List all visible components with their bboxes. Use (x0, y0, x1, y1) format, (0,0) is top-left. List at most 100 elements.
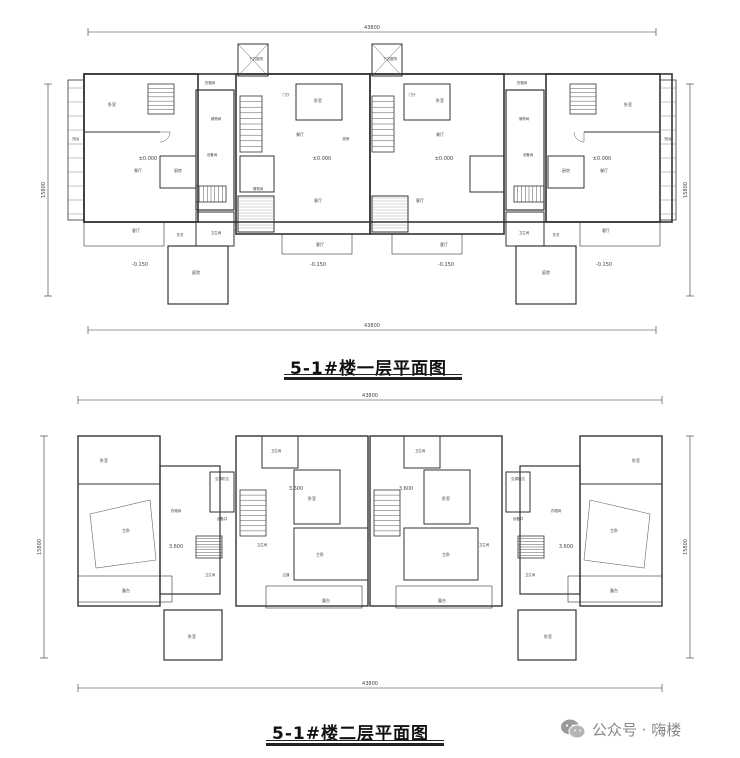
room-label: 设备间 (207, 152, 218, 157)
study-left (293, 469, 341, 525)
stair (147, 83, 175, 115)
watermark-text: 公众号 · 嗨楼 (592, 720, 682, 739)
room-label: 主卧 (316, 551, 324, 557)
ac-right (505, 471, 531, 513)
room-label: 设备间 (523, 152, 534, 157)
room-label: 卫生间 (211, 230, 222, 235)
level-label: -0.150 (596, 262, 612, 268)
garden-left (167, 245, 229, 305)
title-underline-bold (284, 377, 462, 380)
room-label: 卫生间 (271, 448, 282, 453)
room-label: 厨房 (562, 167, 570, 173)
title-underline (266, 740, 444, 741)
room-label: 储物间 (253, 186, 264, 191)
bedroom (295, 83, 343, 121)
dim-left-label: 15800 (41, 182, 47, 198)
level-label: 3.600 (169, 544, 183, 550)
room-label: 卧室 (308, 495, 316, 501)
unit-right (579, 435, 663, 607)
room-label: 庭院 (542, 269, 550, 275)
room-label: 厨房 (343, 136, 351, 141)
room-label: 卧室 (544, 633, 552, 639)
level-label: 3.600 (399, 486, 413, 492)
balcony-center-left (265, 585, 363, 609)
room-label: 卧室 (314, 97, 322, 103)
dim-bottom-label: 43800 (362, 681, 378, 687)
room-label: 空调机位 (511, 476, 525, 481)
room-label: 衣帽间 (517, 80, 528, 85)
room-label: 门厅 (409, 92, 417, 97)
stair (373, 489, 401, 537)
stair (239, 489, 267, 537)
room-label: 餐厅 (600, 167, 608, 173)
room-label: 卧室 (624, 101, 632, 107)
room-label: 客厅 (316, 241, 324, 247)
room-label: 主卧 (122, 527, 130, 533)
dim-right-label: 15800 (683, 182, 689, 198)
balcony-center-right (395, 585, 493, 609)
title-underline (284, 374, 462, 375)
room-label: 餐厅 (436, 131, 444, 137)
level-label: ±0.000 (435, 156, 454, 162)
balcony-right (567, 575, 663, 603)
stair-well (237, 195, 275, 233)
bath-right (505, 211, 545, 247)
room-label: 衣帽间 (551, 508, 562, 513)
study-right (423, 469, 471, 525)
room-label: 卧室 (108, 101, 116, 107)
room-label: 卫生间 (519, 230, 530, 235)
room-label: 卫生间 (257, 542, 268, 547)
room-label: 储物间 (211, 116, 222, 121)
room-label: 设备井 (513, 516, 524, 521)
room-label: 客厅 (314, 197, 322, 203)
courtyard-left (237, 43, 269, 77)
room-label: 卧室 (188, 633, 196, 639)
door-swing (573, 131, 585, 143)
room-label: 卧室 (632, 457, 640, 463)
bedroom-lower-left (163, 609, 223, 661)
level-label: -0.150 (310, 262, 326, 268)
room-label: 卫生间 (525, 572, 536, 577)
room-label: 客厅 (416, 197, 424, 203)
bay-window (659, 79, 677, 221)
level-label: ±0.000 (593, 156, 612, 162)
room-label: 卫生间 (205, 572, 216, 577)
bedroom (403, 83, 451, 121)
dim-bottom-label: 43800 (364, 323, 380, 329)
room-label: 空调机位 (215, 476, 229, 481)
dim-right-label: 15800 (683, 539, 689, 555)
room-label: 卧室 (436, 97, 444, 103)
room-label: 主卧 (442, 551, 450, 557)
unit-left (83, 73, 199, 223)
title-underline-bold (266, 743, 444, 746)
room-label: 客厅 (602, 227, 610, 233)
courtyard-right (371, 43, 403, 77)
room-label: 庭院 (192, 269, 200, 275)
room-label: 门厅 (283, 92, 291, 97)
bay-window (67, 79, 85, 221)
unit-left (77, 435, 161, 607)
second-floor-title: 5-1#楼二层平面图 (272, 724, 429, 744)
kitchen (469, 155, 505, 193)
room-label: 卧室 (442, 495, 450, 501)
kitchen (239, 155, 275, 193)
stair (569, 83, 597, 115)
courtyard-diagonal (237, 43, 269, 77)
master-right (403, 527, 479, 581)
room-label: 卧室 (100, 457, 108, 463)
room-label: 衣帽间 (171, 508, 182, 513)
bath-top (261, 435, 299, 469)
room-label: 客厅 (440, 241, 448, 247)
bath-top (403, 435, 441, 469)
room-label: 玄关 (177, 232, 184, 237)
level-label: ±0.000 (139, 156, 158, 162)
door-swing (159, 131, 171, 143)
room-label: 设备井 (217, 516, 228, 521)
dim-top-label: 43800 (362, 393, 378, 399)
bed-outline (583, 499, 651, 569)
terrace-center-left (281, 233, 353, 255)
level-label: -0.150 (438, 262, 454, 268)
level-label: ±0.000 (313, 156, 332, 162)
